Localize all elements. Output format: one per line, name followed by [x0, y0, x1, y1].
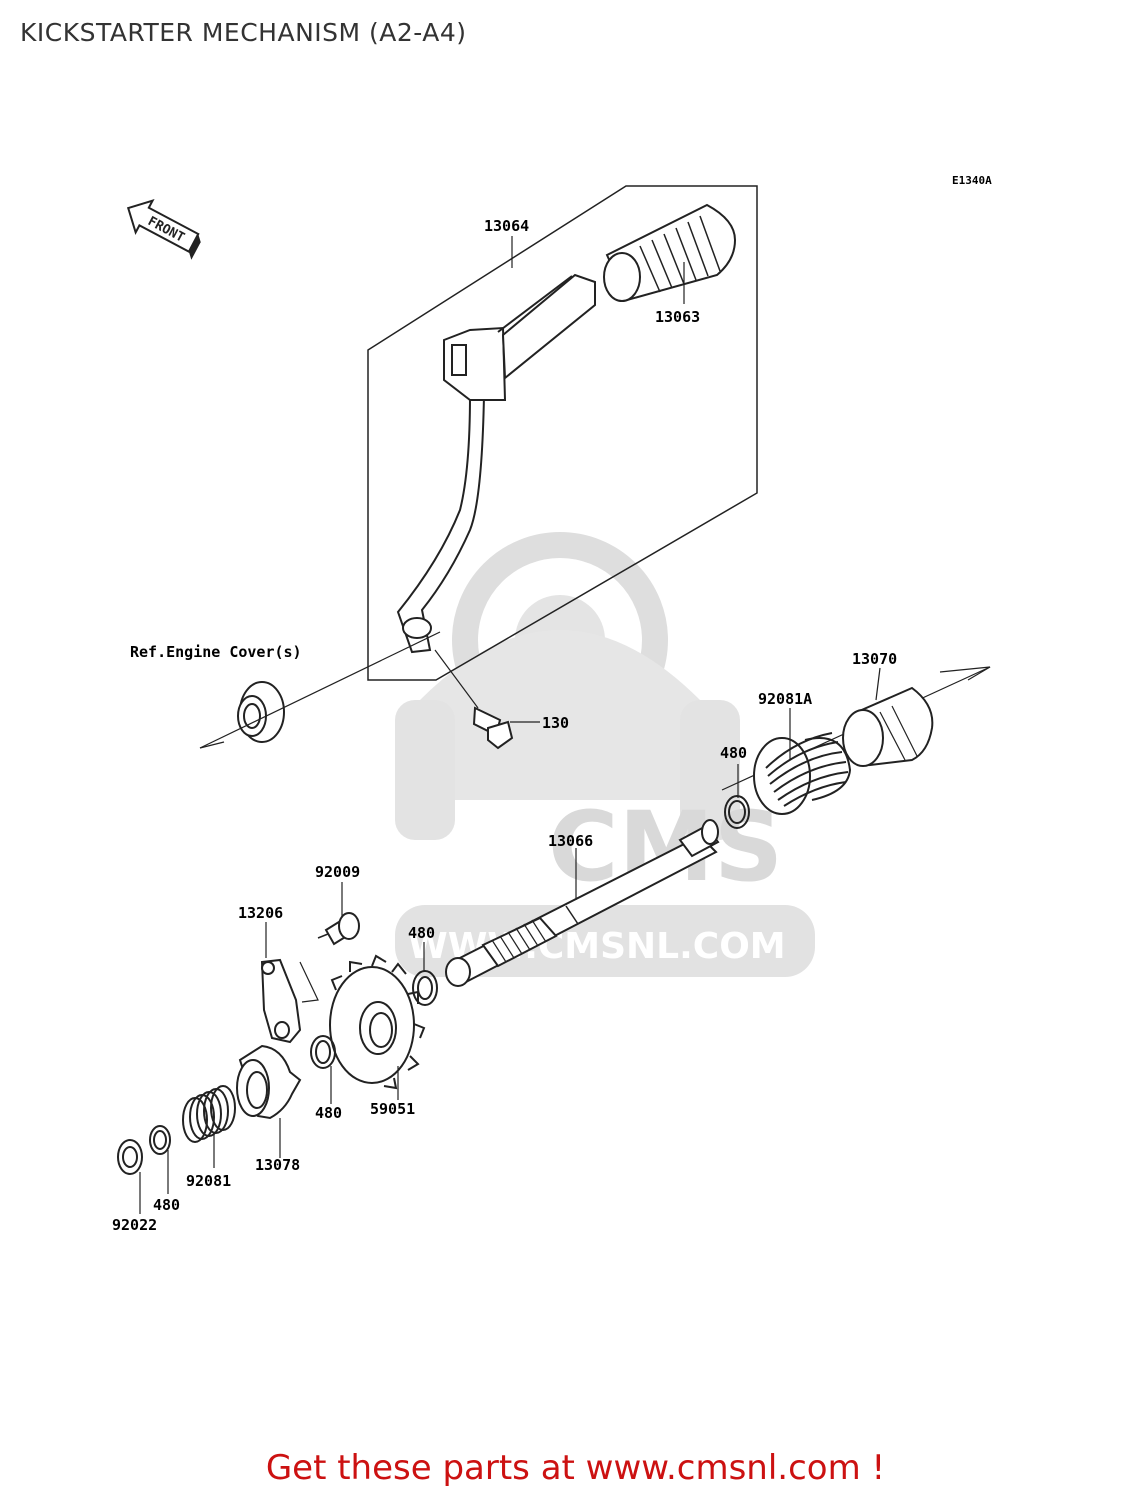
- circlip-right: [724, 795, 750, 829]
- part-label-130: 130: [542, 714, 569, 732]
- cms-watermark: CMS WWW.CMSNL.COM: [395, 532, 815, 977]
- engine-cover-axis-line: [199, 631, 441, 749]
- part-label-59051: 59051: [370, 1100, 415, 1118]
- leader-lines: [139, 236, 881, 1214]
- part-label-92081: 92081: [186, 1172, 231, 1190]
- page-title: KICKSTARTER MECHANISM (A2-A4): [20, 18, 467, 47]
- kick-return-spring: [753, 732, 852, 815]
- part-label-13066: 13066: [548, 832, 593, 850]
- pinch-bolt: [434, 649, 514, 750]
- assembly-group-box: [367, 185, 758, 681]
- part-label-13078: 13078: [255, 1156, 300, 1174]
- part-label-13206: 13206: [238, 904, 283, 922]
- kick-ratchet: [236, 1044, 302, 1120]
- washer: [117, 1139, 143, 1175]
- part-label-13063: 13063: [655, 308, 700, 326]
- guide-plate: [260, 958, 319, 1044]
- kick-shaft: [445, 819, 720, 987]
- part-label-92009: 92009: [315, 863, 360, 881]
- part-label-92022: 92022: [112, 1216, 157, 1234]
- reference-note-engine-cover: Ref.Engine Cover(s): [130, 643, 302, 661]
- screw: [317, 912, 360, 946]
- ratchet-spring: [182, 1085, 236, 1143]
- part-label-480-shaft-right: 480: [720, 744, 747, 762]
- part-label-480-gear: 480: [315, 1104, 342, 1122]
- kick-spring-holder: [842, 686, 934, 767]
- diagram-code: E1340A: [952, 174, 992, 187]
- kick-rubber-grip: [603, 203, 737, 302]
- circlip-gear: [310, 1035, 336, 1069]
- part-label-13070: 13070: [852, 650, 897, 668]
- circlip-shaft-left: [412, 970, 438, 1006]
- kick-pedal-arm: [396, 273, 596, 654]
- front-arrow-icon: FRONT: [126, 198, 201, 260]
- part-label-480-end: 480: [153, 1196, 180, 1214]
- part-label-13064: 13064: [484, 217, 529, 235]
- engine-cover-oil-seal: [237, 681, 285, 743]
- footer-promo-link[interactable]: Get these parts at www.cmsnl.com !: [265, 1448, 886, 1488]
- part-label-480-shaft-left: 480: [408, 924, 435, 942]
- kick-gear: [329, 954, 426, 1090]
- part-label-92081a: 92081A: [758, 690, 812, 708]
- circlip-end: [149, 1125, 171, 1155]
